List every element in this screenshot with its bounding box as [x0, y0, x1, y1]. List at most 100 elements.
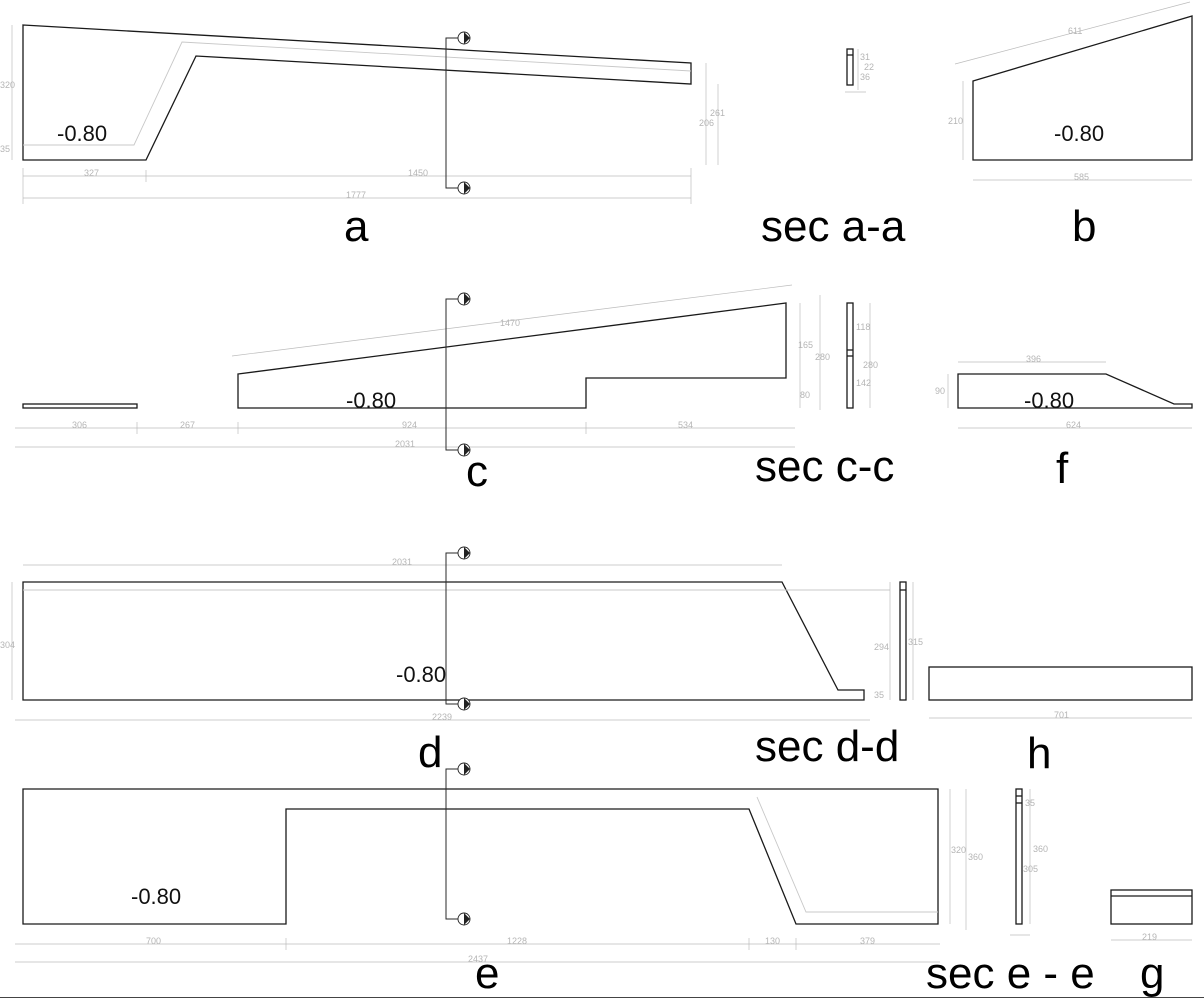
dim-label: 1450: [408, 168, 428, 178]
view-title: a: [344, 202, 369, 251]
dim-label: 267: [180, 420, 195, 430]
section-cut-line: [445, 298, 463, 451]
dim-label: 219: [1142, 932, 1157, 942]
section-cut-line: [445, 768, 463, 920]
view-title: g: [1140, 949, 1164, 998]
section-marker-icon: [457, 292, 471, 306]
dim-label: 35: [0, 144, 10, 154]
dim-label: 306: [72, 420, 87, 430]
view-title: f: [1056, 444, 1069, 493]
section-a-a-profile: [846, 48, 854, 86]
view-b-dim-line: [954, 1, 1191, 65]
dim-label: 22: [864, 62, 874, 72]
view-g-outline: [1110, 889, 1193, 925]
level-label: -0.80: [396, 662, 446, 687]
level-label: -0.80: [1054, 121, 1104, 146]
dim-label: 360: [968, 852, 983, 862]
dim-label: 210: [948, 116, 963, 126]
view-a-inner-line: [23, 41, 692, 146]
section-marker-icon: [457, 181, 471, 195]
view-d: 2031 2239 304 294 35 -0.80 d: [0, 546, 891, 777]
view-g: 219 g: [1110, 889, 1193, 998]
dim-label: 2437: [468, 954, 488, 964]
view-f-outline: [957, 373, 1193, 409]
view-e-outline: [22, 788, 939, 925]
dim-label: 624: [1066, 420, 1081, 430]
dim-label: 379: [860, 936, 875, 946]
dim-label: 31: [860, 52, 870, 62]
dim-label: 261: [710, 108, 725, 118]
section-marker-icon: [457, 443, 471, 457]
dim-label: 142: [856, 378, 871, 388]
level-label: -0.80: [131, 884, 181, 909]
dim-label: 294: [874, 642, 889, 652]
dim-label: 701: [1054, 710, 1069, 720]
dim-label: 80: [800, 390, 810, 400]
section-marker-icon: [457, 31, 471, 45]
dim-label: 2031: [392, 557, 412, 567]
view-a: 327 1450 1777 320 261 206 35 -0.80 a: [0, 24, 725, 251]
dim-label: 1777: [346, 190, 366, 200]
view-h-outline: [928, 666, 1193, 701]
dim-label: 360: [1033, 844, 1048, 854]
section-marker-icon: [457, 546, 471, 560]
view-title: d: [418, 728, 442, 777]
dim-label: 90: [935, 386, 945, 396]
view-h: 701 h: [928, 666, 1193, 778]
dim-label: 35: [874, 690, 884, 700]
level-label: -0.80: [57, 121, 107, 146]
dim-label: 1228: [507, 936, 527, 946]
view-title: h: [1027, 729, 1051, 778]
view-title: c: [466, 447, 488, 496]
dim-label: 2031: [395, 439, 415, 449]
dim-label: 2239: [432, 712, 452, 722]
sheet-bottom-border: [0, 997, 1204, 998]
section-marker-icon: [457, 762, 471, 776]
dim-label: 924: [402, 420, 417, 430]
dim-label: 700: [146, 936, 161, 946]
dim-label: 315: [908, 637, 923, 647]
section-d-d-profile: [899, 581, 907, 701]
section-cut-line: [445, 37, 463, 189]
view-c: 1470 306 267 924 534 2031 165 280 80 -0.…: [15, 284, 830, 496]
section-marker-icon: [457, 912, 471, 926]
view-e-inner-line: [756, 796, 938, 913]
level-label: -0.80: [1024, 388, 1074, 413]
view-d-outline: [22, 581, 865, 701]
dim-label: 165: [798, 340, 813, 350]
dim-label: 1470: [500, 318, 520, 328]
dim-label: 206: [699, 118, 714, 128]
dim-label: 280: [863, 360, 878, 370]
view-c-dim-line: [231, 284, 793, 357]
dim-label: 304: [0, 640, 15, 650]
view-a-outline: [22, 24, 692, 161]
view-c-strip: [22, 403, 138, 409]
level-label: -0.80: [346, 388, 396, 413]
dim-label: 36: [860, 72, 870, 82]
section-cut-line: [445, 552, 463, 705]
dim-label: 280: [815, 352, 830, 362]
view-b-outline: [972, 15, 1193, 161]
dim-label: 396: [1026, 354, 1041, 364]
section-e-e: 360 305 35 sec e - e: [926, 788, 1095, 998]
dim-label: 327: [84, 168, 99, 178]
dim-label: 611: [1068, 26, 1082, 36]
dim-label: 305: [1023, 864, 1038, 874]
section-e-e-profile: [1015, 788, 1023, 925]
dim-label: 320: [0, 80, 15, 90]
view-b: 611 210 585 -0.80 b: [948, 1, 1193, 251]
dim-label: 35: [1025, 798, 1035, 808]
dim-label: 118: [856, 322, 870, 332]
section-d-d: 315 sec d-d: [755, 581, 923, 771]
dim-label: 585: [1074, 172, 1089, 182]
dim-label: 130: [765, 936, 780, 946]
view-f: 396 90 624 -0.80 f: [935, 354, 1193, 493]
view-title: sec e - e: [926, 949, 1095, 998]
view-title: sec a-a: [761, 202, 906, 251]
view-c-outline: [237, 302, 787, 409]
dim-label: 320: [951, 845, 966, 855]
dim-label: 534: [678, 420, 693, 430]
section-c-c: 118 280 142 sec c-c: [755, 302, 894, 491]
view-title: sec d-d: [755, 722, 899, 771]
